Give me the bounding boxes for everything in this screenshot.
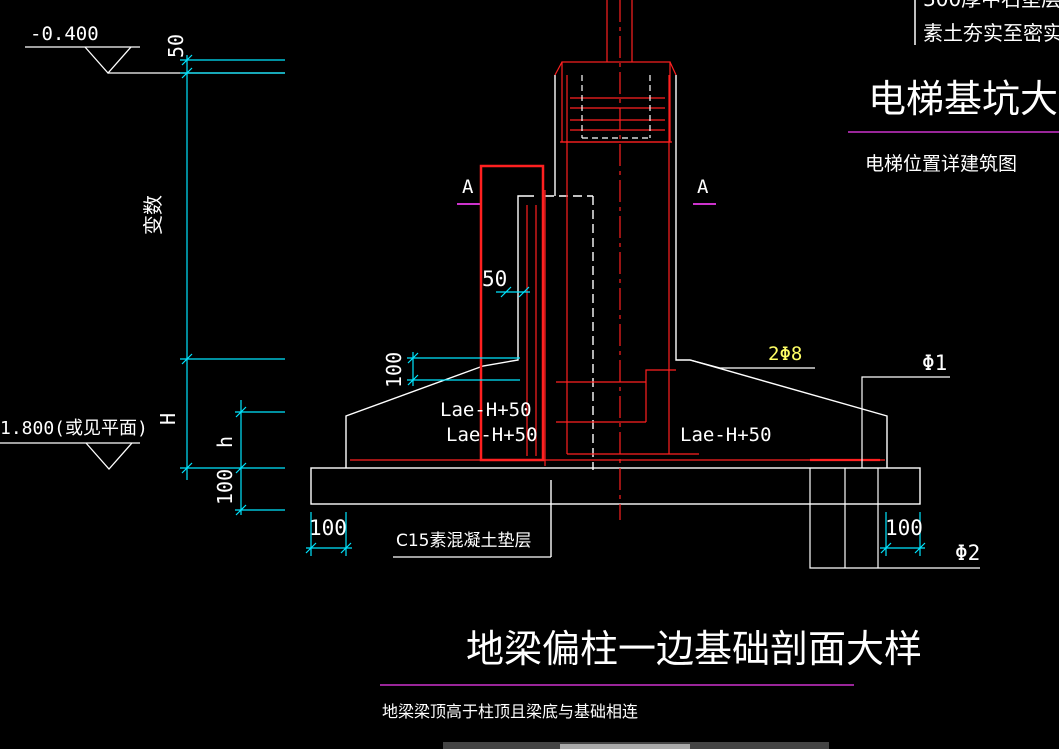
main-subtitle: 地梁梁顶高于柱顶且梁底与基础相连 (382, 702, 638, 721)
level-top-label: -0.400 (30, 23, 99, 45)
rebar-phi1: Φ1 (922, 351, 947, 375)
section-marks: A A (457, 176, 716, 205)
main-title-block: 地梁偏柱一边基础剖面大样 地梁梁顶高于柱顶且梁底与基础相连 (380, 627, 922, 721)
dim-H: H (156, 413, 180, 425)
dim-variable: 变数 (141, 195, 165, 235)
inner-dimensions (305, 286, 926, 556)
foundation-outline (310, 75, 921, 557)
section-mark-left: A (462, 176, 474, 198)
level-bottom-triangle (85, 442, 133, 470)
inner-dimension-labels: 50 100 100 100 (309, 267, 923, 540)
rebar-phi2: Φ2 (955, 541, 980, 565)
dim-right-100: 100 (885, 516, 923, 540)
left-dimension-labels: 50 变数 H h 100 (141, 34, 237, 505)
dim-bottom-100: 100 (213, 469, 237, 505)
lae-label-c: Lae-H+50 (680, 424, 772, 446)
column-top (554, 61, 699, 455)
level-marks: -0.400 1.800(或见平面) (0, 23, 285, 470)
dim-inner-50: 50 (482, 267, 507, 291)
level-top-triangle (84, 46, 132, 74)
elevator-pit-title: 电梯基坑大样 (868, 77, 1059, 121)
main-title: 地梁偏柱一边基础剖面大样 (466, 627, 922, 671)
highlight-box (479, 164, 545, 462)
top-right-notes: 300厚中石垫层 素土夯实至密实度为 (914, 0, 1059, 45)
bedding-label: C15素混凝土垫层 (396, 531, 532, 551)
bedding-layer (310, 467, 921, 505)
note-line-2: 素土夯实至密实度为 (923, 21, 1059, 45)
level-bottom-label: 1.800(或见平面) (0, 418, 148, 439)
section-mark-right: A (697, 176, 709, 198)
rebar-callouts: 2Φ8 Φ1 Φ2 Lae-H+50 Lae-H+50 Lae-H+50 (440, 343, 980, 569)
note-line-1: 300厚中石垫层 (923, 0, 1059, 11)
dim-left-100: 100 (309, 516, 347, 540)
lae-label-b: Lae-H+50 (446, 424, 538, 446)
left-dimension-chain (180, 54, 285, 516)
centre-lines (606, 0, 633, 520)
dim-h: h (213, 436, 237, 448)
beam-rebar (350, 190, 885, 466)
dim-top-50: 50 (164, 34, 188, 58)
scrollbar-thumb[interactable] (560, 744, 690, 749)
bedding-label-group: C15素混凝土垫层 (393, 531, 551, 558)
dim-inner-100: 100 (382, 352, 406, 388)
elevator-pit-note: 电梯位置详建筑图 (865, 153, 1017, 175)
rebar-2phi8: 2Φ8 (768, 343, 802, 365)
elevator-pit-block: 电梯基坑大样 电梯位置详建筑图 (848, 77, 1059, 175)
lae-label-a: Lae-H+50 (440, 399, 532, 421)
